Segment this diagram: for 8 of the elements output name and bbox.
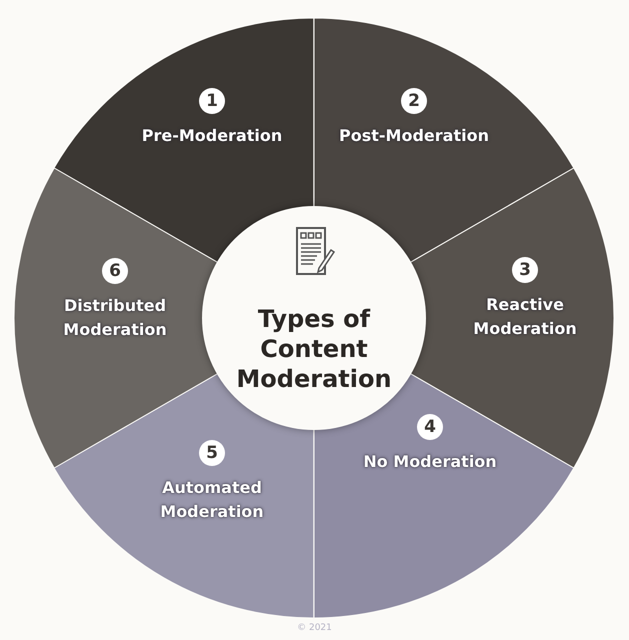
segment-label: No Moderation [362,451,498,473]
segment-label: Post-Moderation [339,125,489,147]
segment-label: Automated Moderation [159,477,265,523]
segment-label: Reactive Moderation [472,294,578,340]
center-title: Types of Content Moderation [235,304,393,394]
copyright-note: © 2021 [297,623,332,633]
segment-label: Pre-Moderation [140,125,284,147]
segment-label: Distributed Moderation [62,295,168,341]
